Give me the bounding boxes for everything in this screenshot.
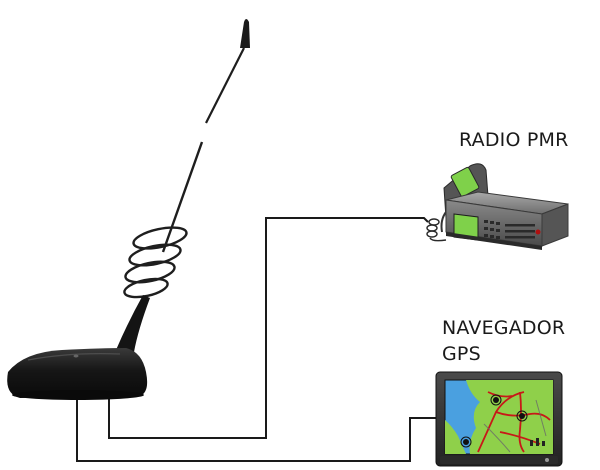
- cable-to-gps: [76, 398, 444, 462]
- cables: [76, 217, 444, 462]
- radio-pmr-label: RADIO PMR: [459, 129, 569, 151]
- gps-navigator-label-line2: GPS: [442, 343, 481, 365]
- magnetic-antenna-icon: [7, 19, 250, 400]
- cable-to-radio: [108, 217, 429, 439]
- pmr-radio-icon: [426, 163, 569, 250]
- gps-navigator-icon: [435, 371, 563, 467]
- gps-navigator-label-line1: NAVEGADOR: [442, 317, 566, 339]
